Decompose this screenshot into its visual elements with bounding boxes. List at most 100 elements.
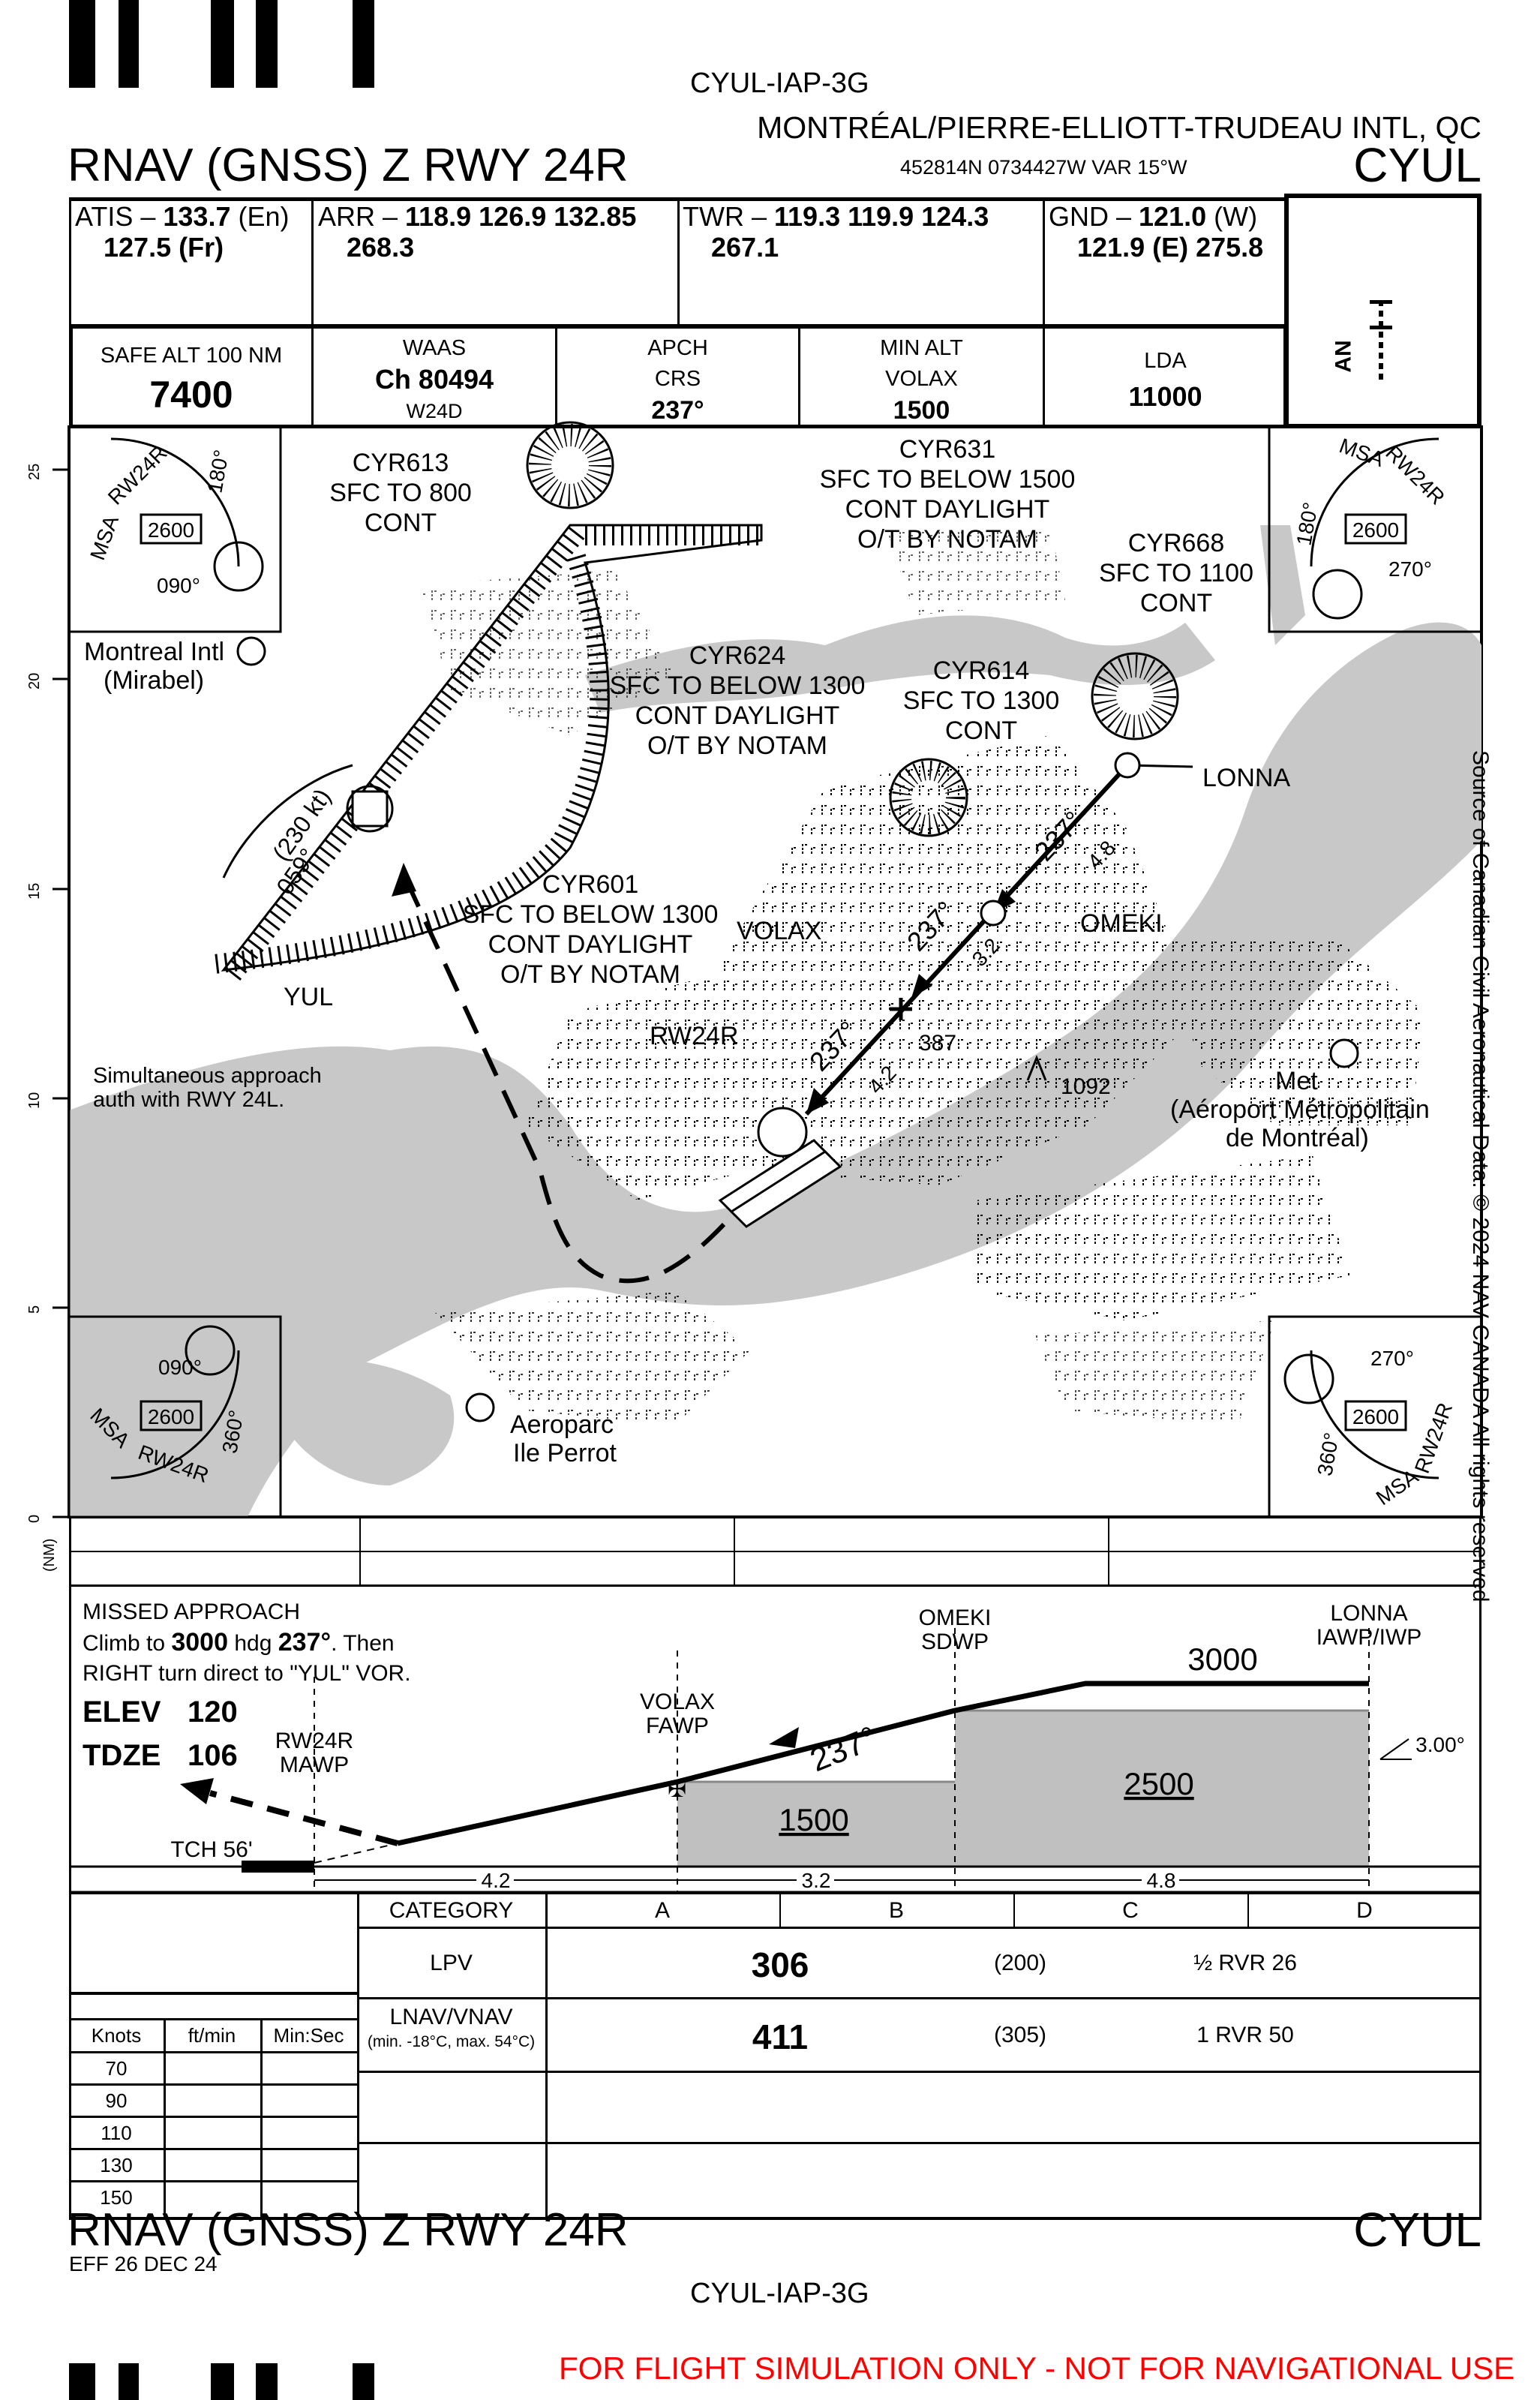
svg-text:2500: 2500 — [1124, 1766, 1193, 1801]
svg-text:CONT: CONT — [365, 509, 437, 537]
svg-text:auth with RWY 24L.: auth with RWY 24L. — [93, 1088, 284, 1112]
svg-text:O/T BY NOTAM: O/T BY NOTAM — [857, 525, 1037, 554]
volax-fix-icon — [890, 998, 912, 1020]
obstacle-icon — [1026, 1054, 1047, 1081]
svg-text:VOLAX: VOLAX — [737, 917, 821, 945]
svg-text:SFC TO BELOW 1300: SFC TO BELOW 1300 — [463, 900, 719, 929]
svg-text:MAWP: MAWP — [280, 1753, 349, 1777]
minima-table — [69, 1892, 1481, 2220]
profile-view — [69, 1587, 1481, 1894]
svg-text:SFC TO BELOW 1500: SFC TO BELOW 1500 — [820, 465, 1076, 494]
svg-text:FAWP: FAWP — [646, 1714, 709, 1738]
svg-text:Ile Perrot: Ile Perrot — [513, 1439, 617, 1467]
procedure-title: RNAV (GNSS) Z RWY 24R — [68, 140, 629, 191]
svg-text:2600: 2600 — [1352, 1405, 1399, 1428]
svg-text:SDWP: SDWP — [921, 1630, 989, 1654]
chart-id: CYUL-IAP-3G — [690, 68, 869, 99]
svg-text:0: 0 — [26, 1515, 43, 1523]
svg-text:(Aéroport Métropolitain: (Aéroport Métropolitain — [1170, 1095, 1430, 1124]
svg-text:OMEKI: OMEKI — [1080, 909, 1163, 938]
comm-gnd: GND – 121.0 (W) 121.9 (E) 275.8 — [1049, 201, 1264, 263]
icao-code: CYUL — [1353, 138, 1481, 192]
minima-header-category: CATEGORY — [389, 1898, 514, 1923]
svg-text:2600: 2600 — [148, 1405, 194, 1428]
missed-approach-path — [209, 1790, 399, 1846]
svg-text:10: 10 — [26, 1092, 43, 1109]
svg-text:CONT DAYLIGHT: CONT DAYLIGHT — [488, 930, 693, 959]
met-airport-icon — [1329, 1038, 1359, 1068]
svg-text:CYR613: CYR613 — [353, 449, 449, 477]
lda: LDA 11000 — [1128, 349, 1202, 412]
airport-coords: 452814N 0734427W VAR 15°W — [900, 156, 1187, 179]
omeki-fix-icon — [980, 900, 1007, 927]
svg-text:LONNA: LONNA — [1202, 764, 1290, 792]
svg-text:de Montréal): de Montréal) — [1226, 1124, 1369, 1152]
msa-boxes — [68, 425, 1483, 1518]
svg-text:3000: 3000 — [1187, 1642, 1257, 1677]
svg-text:OMEKI: OMEKI — [919, 1606, 992, 1630]
svg-text:4.8: 4.8 — [1147, 1869, 1176, 1892]
svg-text:1500: 1500 — [779, 1802, 848, 1837]
svg-text:TCH 56': TCH 56' — [170, 1837, 252, 1862]
svg-text:YUL: YUL — [284, 983, 333, 1011]
svg-text:20: 20 — [26, 673, 43, 689]
nm-scale — [53, 427, 71, 1518]
fix-lines — [314, 1628, 1370, 1894]
svg-text:270°: 270° — [1370, 1347, 1414, 1370]
svg-text:2600: 2600 — [148, 518, 194, 542]
waas-channel: WAAS Ch 80494 W24D — [374, 336, 494, 422]
comm-arr: ARR – 118.9 126.9 132.85 268.3 — [318, 201, 637, 263]
effective-date: EFF 26 DEC 24 — [69, 2252, 218, 2275]
svg-text:Met: Met — [1275, 1067, 1318, 1095]
comm-twr: TWR – 119.3 119.9 124.3 267.1 — [683, 201, 989, 263]
svg-text:SFC TO 1100: SFC TO 1100 — [1099, 559, 1253, 587]
svg-text:CYR624: CYR624 — [689, 641, 786, 670]
safe-alt: SAFE ALT 100 NM 7400 — [100, 344, 283, 416]
svg-text:CYR668: CYR668 — [1128, 529, 1225, 557]
terrain-boxes — [677, 1709, 1369, 1867]
scale-unit-label: (NM) — [41, 1539, 58, 1572]
svg-text:CONT: CONT — [1140, 589, 1212, 617]
svg-text:SFC TO 800: SFC TO 800 — [329, 479, 472, 507]
svg-text:VOLAX: VOLAX — [640, 1690, 715, 1714]
fix-labels: LONNA OMEKI VOLAX RW24R YUL Montreal Int… — [84, 638, 1430, 1467]
vertical-fix-icon: ✠ — [668, 1777, 686, 1802]
approach-course: APCH CRS 237° — [647, 336, 708, 425]
svg-text:Simultaneous approach: Simultaneous approach — [93, 1064, 322, 1088]
svg-text:270°: 270° — [1388, 557, 1432, 581]
scale-labels: 0 5 10 15 20 25 (NM) — [26, 464, 58, 1572]
svg-text:SFC TO BELOW 1300: SFC TO BELOW 1300 — [610, 671, 866, 700]
svg-text:3.00°: 3.00° — [1415, 1733, 1465, 1756]
svg-text:IAWP/IWP: IAWP/IWP — [1316, 1625, 1422, 1650]
tdze-value: 106 — [188, 1739, 238, 1772]
descent-path — [397, 1681, 1369, 1846]
approach-lighting: AN — [1320, 300, 1410, 405]
minima-header-c: C — [1122, 1898, 1139, 1923]
svg-text:CYR614: CYR614 — [933, 656, 1030, 685]
simulation-disclaimer: FOR FLIGHT SIMULATION ONLY - NOT FOR NAV… — [559, 2350, 1515, 2386]
missed-approach: MISSED APPROACH Climb to 3000 hdg 237°. … — [83, 1599, 411, 1686]
svg-text:25: 25 — [26, 464, 43, 480]
svg-text:3.2: 3.2 — [802, 1869, 831, 1892]
minima-header-d: D — [1356, 1898, 1373, 1923]
footer-title: RNAV (GNSS) Z RWY 24R — [68, 2204, 629, 2256]
mirabel-airport-icon — [236, 636, 266, 666]
svg-text:CONT DAYLIGHT: CONT DAYLIGHT — [845, 495, 1050, 524]
svg-text:O/T BY NOTAM: O/T BY NOTAM — [647, 731, 827, 760]
svg-text:CYR631: CYR631 — [899, 435, 996, 464]
airport-name: MONTRÉAL/PIERRE-ELLIOTT-TRUDEAU INTL, QC — [757, 110, 1481, 145]
svg-text:LONNA: LONNA — [1330, 1601, 1407, 1626]
runway-threshold-icon — [757, 1107, 808, 1158]
grid-strip — [69, 1517, 1481, 1587]
svg-text:5: 5 — [26, 1305, 43, 1314]
tdze-label: TDZE — [83, 1739, 161, 1772]
svg-text:4.2: 4.2 — [482, 1869, 511, 1892]
svg-text:090°: 090° — [157, 574, 200, 597]
min-alt: MIN ALT VOLAX 1500 — [880, 336, 963, 425]
lonna-fix-icon — [1114, 752, 1141, 779]
svg-text:CONT: CONT — [945, 716, 1017, 745]
svg-text:RW24R: RW24R — [275, 1729, 353, 1753]
svg-text:Aeroparc: Aeroparc — [510, 1410, 614, 1439]
